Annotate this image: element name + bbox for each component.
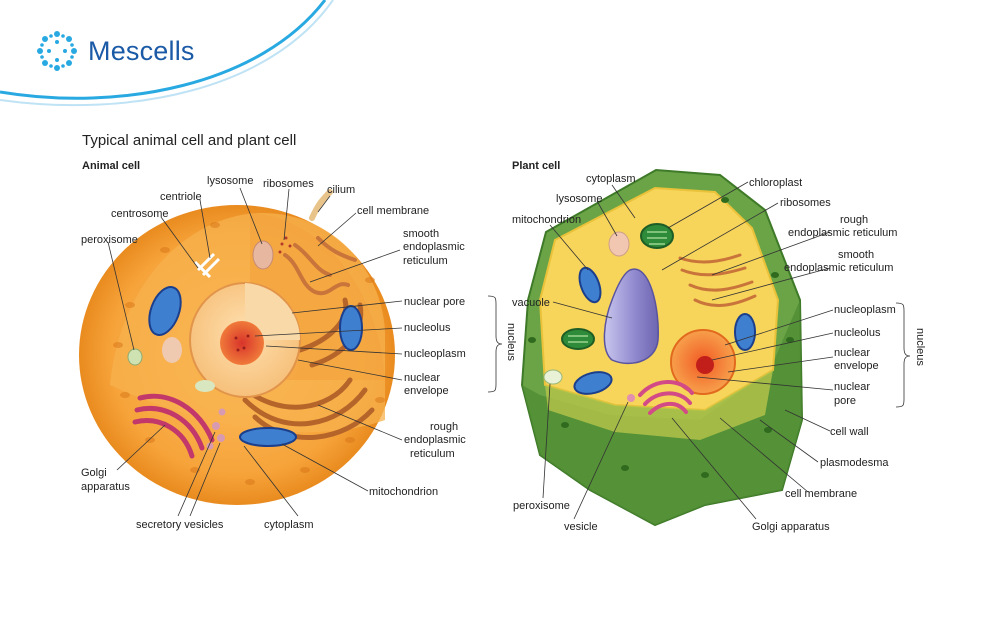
label-mitochondrion: mitochondrion	[512, 214, 581, 226]
label-nucleoplasm: nucleoplasm	[404, 348, 466, 360]
label-rough-er-2: endoplasmic reticulum	[788, 227, 897, 239]
label-peroxisome: peroxisome	[513, 500, 570, 512]
label-nucleolus: nucleolus	[404, 322, 451, 334]
label-golgi-1: Golgi	[81, 467, 107, 479]
label-lysosome: lysosome	[556, 193, 602, 205]
animal-golgi	[132, 393, 215, 459]
label-smooth-er-2: endoplasmic	[403, 241, 465, 253]
label-nuclear-envelope-1: nuclear	[404, 372, 440, 384]
label-cell-wall: cell wall	[830, 426, 869, 438]
label-rough-er-1: rough	[430, 421, 458, 433]
label-rough-er-2: endoplasmic	[404, 434, 466, 446]
plant-leader-lines	[542, 181, 911, 520]
page-title: Typical animal cell and plant cell	[82, 132, 297, 149]
vesicle	[627, 394, 635, 402]
label-golgi-2: apparatus	[81, 481, 130, 493]
secretory-vesicles	[206, 408, 226, 450]
label-vacuole: vacuole	[512, 297, 550, 309]
label-cilium: cilium	[327, 184, 355, 196]
brand-name: Mescells	[88, 35, 195, 66]
peroxisome	[127, 348, 143, 366]
plant-vacuole	[603, 268, 659, 365]
lysosome	[608, 231, 630, 257]
plant-chloroplasts	[561, 223, 674, 350]
centrosome	[193, 252, 221, 279]
label-vesicle: vesicle	[564, 521, 598, 533]
label-nuclear-envelope-1: nuclear	[834, 347, 870, 359]
animal-cell-heading: Animal cell	[82, 160, 141, 172]
label-nuclear-envelope-2: envelope	[834, 360, 879, 372]
plant-cell-illustration	[520, 168, 804, 527]
label-nuclear-envelope-2: envelope	[404, 385, 449, 397]
label-ribosomes: ribosomes	[780, 197, 831, 209]
plant-golgi	[638, 380, 694, 415]
cilium	[309, 189, 333, 221]
label-nuclear-pore-2: pore	[834, 395, 856, 407]
label-mitochondrion: mitochondrion	[369, 486, 438, 498]
brand-logo[interactable]: Mescells	[36, 30, 195, 72]
label-secretory-vesicles: secretory vesicles	[136, 519, 224, 531]
lysosome	[252, 240, 274, 270]
label-nucleus: nucleus	[914, 328, 926, 366]
label-chloroplast: chloroplast	[749, 177, 802, 189]
ribosomes	[278, 236, 292, 254]
label-cell-membrane: cell membrane	[357, 205, 429, 217]
plant-nucleus	[670, 329, 736, 395]
smooth-er	[283, 236, 357, 296]
animal-nucleus	[189, 282, 301, 398]
vesicle	[195, 380, 215, 392]
label-smooth-er-1: smooth	[403, 228, 439, 240]
label-rough-er-3: reticulum	[410, 448, 455, 460]
label-cytoplasm: cytoplasm	[264, 519, 314, 531]
label-smooth-er-1: smooth	[838, 249, 874, 261]
label-nuclear-pore: nuclear pore	[404, 296, 465, 308]
label-ribosomes: ribosomes	[263, 178, 314, 190]
label-cytoplasm: cytoplasm	[586, 173, 636, 185]
animal-labels: lysosome ribosomes cilium centriole cell…	[81, 175, 517, 531]
animal-leader-lines	[107, 187, 503, 517]
label-peroxisome: peroxisome	[81, 234, 138, 246]
plant-mitochondria	[573, 266, 756, 395]
plasmodesma	[528, 197, 794, 478]
plant-cell-heading: Plant cell	[512, 160, 561, 172]
label-smooth-er-3: reticulum	[403, 255, 448, 267]
animal-mitochondria	[148, 286, 363, 447]
label-nucleolus: nucleolus	[834, 327, 881, 339]
label-centriole: centriole	[160, 191, 202, 203]
dotted-ring-icon	[37, 31, 77, 71]
label-nucleus: nucleus	[505, 323, 517, 361]
brand-arc	[0, 0, 334, 107]
label-nucleoplasm: nucleoplasm	[834, 304, 896, 316]
label-rough-er-1: rough	[840, 214, 868, 226]
label-smooth-er-2: endoplasmic reticulum	[784, 262, 893, 274]
label-lysosome: lysosome	[207, 175, 253, 187]
animal-cell-illustration	[79, 189, 395, 505]
label-centrosome: centrosome	[111, 208, 168, 220]
vesicle	[162, 337, 182, 363]
label-cell-membrane: cell membrane	[785, 488, 857, 500]
label-golgi: Golgi apparatus	[752, 521, 830, 533]
label-plasmodesma: plasmodesma	[820, 457, 889, 469]
label-nuclear-pore-1: nuclear	[834, 381, 870, 393]
plant-labels: cytoplasm chloroplast lysosome ribosomes…	[512, 173, 926, 533]
peroxisome	[543, 369, 563, 385]
